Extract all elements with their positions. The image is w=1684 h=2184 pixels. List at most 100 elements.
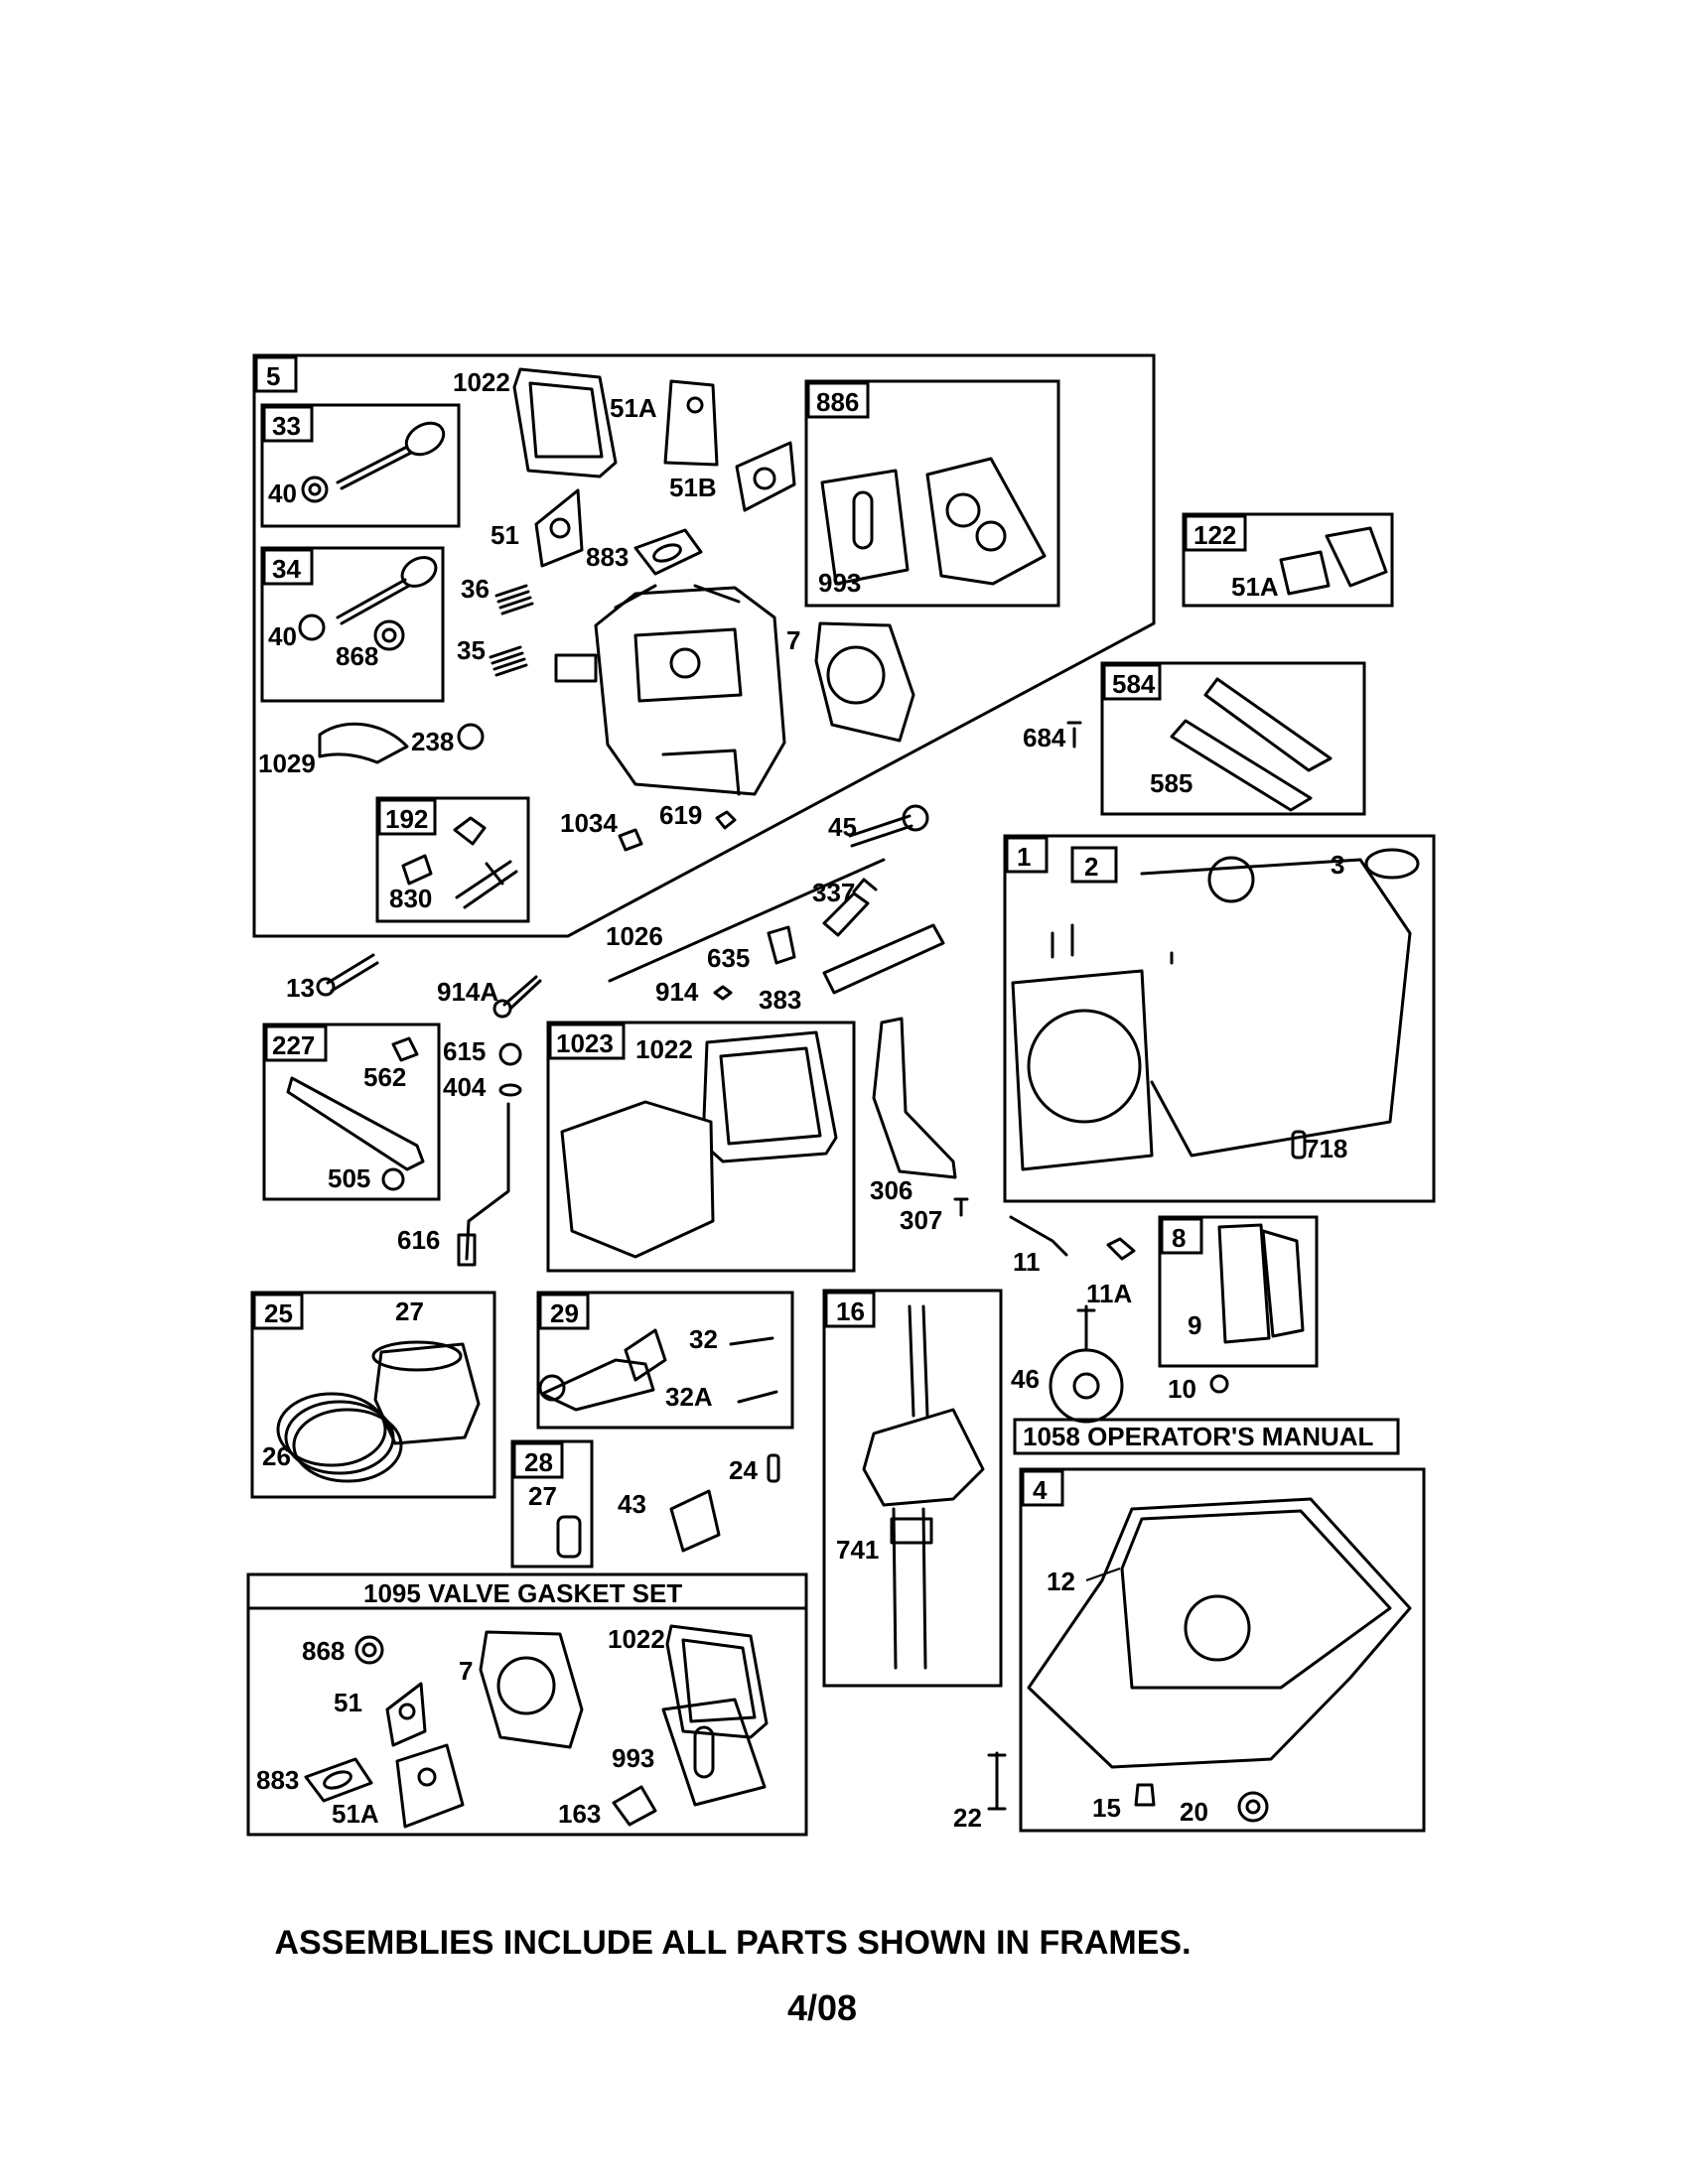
frame-28-tag: 28 bbox=[524, 1447, 553, 1477]
label-337: 337 bbox=[812, 878, 855, 907]
frame-8-tag: 8 bbox=[1172, 1223, 1186, 1253]
frame-1-tag: 1 bbox=[1017, 842, 1031, 872]
bolt-22: 22 bbox=[953, 1751, 1007, 1833]
frame-4-sump: 4 12 15 20 bbox=[1019, 1467, 1426, 1833]
frame-8-breather: 8 9 bbox=[1158, 1215, 1319, 1368]
label-868: 868 bbox=[336, 641, 378, 671]
frame-227-governor: 227 562 505 bbox=[262, 1023, 441, 1201]
label-383: 383 bbox=[759, 985, 801, 1015]
label-35: 35 bbox=[457, 635, 486, 665]
label-616: 616 bbox=[397, 1225, 440, 1255]
frame-122-tag: 122 bbox=[1193, 520, 1236, 550]
assemblies-note: ASSEMBLIES INCLUDE ALL PARTS SHOWN IN FR… bbox=[274, 1924, 1192, 1962]
frame-34-tag: 34 bbox=[272, 554, 301, 584]
screw-684: 684 bbox=[1023, 721, 1082, 752]
operators-manual-box: 1058 OPERATOR'S MANUAL bbox=[1013, 1418, 1400, 1455]
frame-584-gasket: 584 585 bbox=[1100, 661, 1366, 816]
frame-2-tag: 2 bbox=[1084, 852, 1098, 882]
label-1022: 1022 bbox=[635, 1034, 693, 1064]
label-51a: 51A bbox=[610, 393, 657, 423]
label-718: 718 bbox=[1305, 1134, 1347, 1163]
frame-886-gasket-set: 886 993 bbox=[804, 379, 1060, 608]
label-40: 40 bbox=[268, 621, 297, 651]
dipstick-parts: 11 11A bbox=[1009, 1215, 1136, 1308]
label-306: 306 bbox=[870, 1175, 912, 1205]
label-404: 404 bbox=[443, 1072, 487, 1102]
revision-date: 4/08 bbox=[786, 1987, 858, 2028]
label-505: 505 bbox=[328, 1163, 370, 1193]
bolts-13-914a: 13 914A bbox=[286, 953, 542, 1019]
label-635: 635 bbox=[707, 943, 750, 973]
frame-16-tag: 16 bbox=[836, 1297, 865, 1326]
valve-springs: 36 35 bbox=[457, 574, 534, 677]
rocker-and-plug: 1029 238 bbox=[258, 722, 485, 778]
frame-33-tag: 33 bbox=[272, 411, 301, 441]
label-46: 46 bbox=[1011, 1364, 1040, 1394]
label-51a: 51A bbox=[332, 1799, 379, 1829]
governor-shaft-parts: 615 404 616 bbox=[397, 1036, 522, 1267]
frame-1-short-block: 1 2 3 718 bbox=[1003, 834, 1436, 1203]
label-11: 11 bbox=[1013, 1247, 1041, 1277]
frame-1095-valve-gasket-set: 1095 VALVE GASKET SET 868 51 7 1022 993 … bbox=[246, 1572, 808, 1837]
frame-122-spacer: 122 51A bbox=[1182, 512, 1394, 608]
label-684: 684 bbox=[1023, 723, 1066, 752]
label-883: 883 bbox=[256, 1765, 299, 1795]
label-15: 15 bbox=[1092, 1793, 1121, 1823]
label-26: 26 bbox=[262, 1441, 291, 1471]
label-585: 585 bbox=[1150, 768, 1193, 798]
label-993: 993 bbox=[818, 568, 861, 598]
label-32a: 32A bbox=[665, 1382, 713, 1412]
frame-25-piston: 25 27 26 bbox=[250, 1291, 496, 1499]
label-1026: 1026 bbox=[606, 921, 663, 951]
label-307: 307 bbox=[900, 1205, 942, 1235]
label-7: 7 bbox=[786, 625, 800, 655]
label-36: 36 bbox=[461, 574, 490, 604]
frame-29-connecting-rod: 29 32 32A bbox=[536, 1291, 794, 1430]
label-1022: 1022 bbox=[608, 1624, 665, 1654]
camshaft-gear-46: 46 bbox=[1011, 1304, 1124, 1424]
head-gasket-7: 7 bbox=[786, 621, 915, 743]
label-914: 914 bbox=[655, 977, 699, 1007]
label-163: 163 bbox=[558, 1799, 601, 1829]
label-22: 22 bbox=[953, 1803, 982, 1833]
label-868: 868 bbox=[302, 1636, 345, 1666]
label-45: 45 bbox=[828, 812, 857, 842]
label-51b: 51B bbox=[669, 473, 717, 502]
frame-16-crankshaft: 16 741 bbox=[822, 1289, 1003, 1688]
frame-29-tag: 29 bbox=[550, 1298, 579, 1328]
frame-1023-rocker-cover: 1023 1022 bbox=[546, 1021, 856, 1273]
frame-33-intake-valve: 33 40 bbox=[260, 403, 461, 528]
bracket-306: 306 307 bbox=[870, 1017, 969, 1235]
label-883: 883 bbox=[586, 542, 629, 572]
label-7: 7 bbox=[459, 1656, 473, 1686]
frame-886-tag: 886 bbox=[816, 387, 859, 417]
frame-25-tag: 25 bbox=[264, 1298, 293, 1328]
label-11a: 11A bbox=[1086, 1279, 1132, 1308]
frame-28-piston-pin: 28 27 bbox=[510, 1439, 594, 1569]
frame-1023-tag: 1023 bbox=[556, 1028, 614, 1058]
valve-gasket-set-title: 1095 VALVE GASKET SET bbox=[363, 1578, 682, 1608]
label-1029: 1029 bbox=[258, 749, 316, 778]
spark-plug-and-hardware: 337 635 914 383 bbox=[655, 878, 945, 1015]
label-914a: 914A bbox=[437, 977, 498, 1007]
label-9: 9 bbox=[1188, 1310, 1201, 1340]
label-40: 40 bbox=[268, 478, 297, 508]
label-1022: 1022 bbox=[453, 367, 510, 397]
label-1034: 1034 bbox=[560, 808, 618, 838]
label-51a: 51A bbox=[1231, 572, 1279, 602]
label-238: 238 bbox=[411, 727, 454, 756]
label-51: 51 bbox=[334, 1688, 362, 1717]
frame-5-cylinder-head-assembly: 5 bbox=[252, 353, 1156, 938]
label-12: 12 bbox=[1047, 1567, 1075, 1596]
label-32: 32 bbox=[689, 1324, 718, 1354]
label-24: 24 bbox=[729, 1455, 758, 1485]
label-27: 27 bbox=[395, 1297, 424, 1326]
label-10: 10 bbox=[1168, 1374, 1196, 1404]
label-20: 20 bbox=[1180, 1797, 1208, 1827]
frame-192-breather: 192 830 bbox=[375, 796, 530, 923]
rocker-cover-gasket-1022: 1022 bbox=[453, 367, 618, 478]
label-830: 830 bbox=[389, 884, 432, 913]
governor-gear-parts: 43 24 bbox=[618, 1453, 780, 1553]
label-619: 619 bbox=[659, 800, 702, 830]
